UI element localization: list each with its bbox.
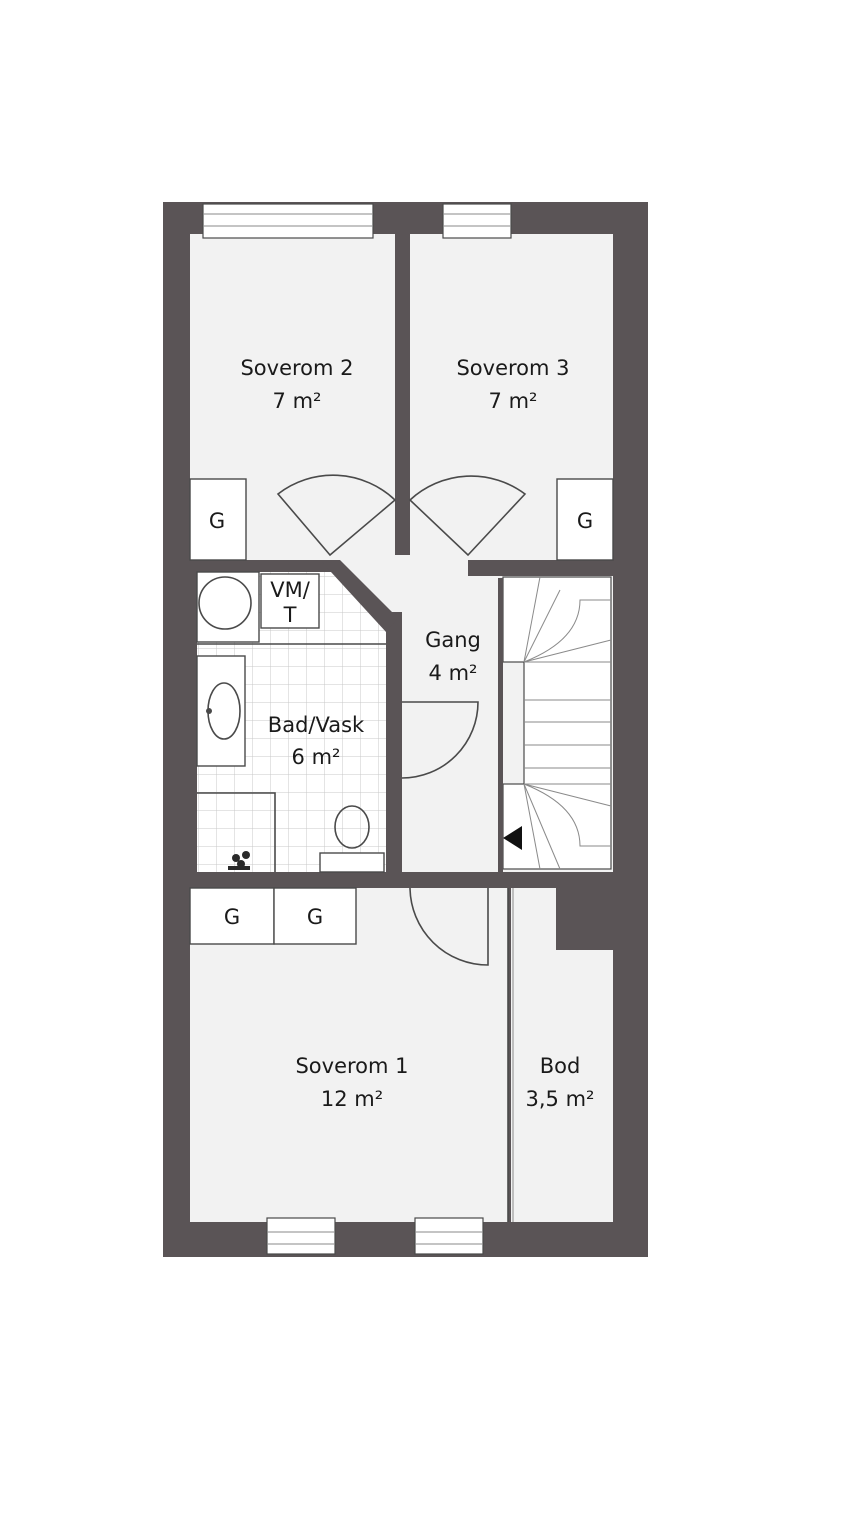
washer-label-2: T bbox=[283, 603, 297, 627]
room-area-gang: 4 m² bbox=[429, 661, 478, 685]
bod-floor bbox=[511, 888, 613, 1222]
door-soverom-3 bbox=[408, 475, 527, 557]
wardrobe-label: G bbox=[577, 509, 593, 533]
bathtub-edge bbox=[197, 792, 276, 872]
wall-bad-right-lower bbox=[386, 778, 402, 872]
staircase bbox=[501, 576, 612, 870]
door-bad bbox=[401, 701, 479, 779]
wall-mid-horizontal bbox=[190, 872, 410, 888]
wall-bad-right bbox=[386, 612, 402, 702]
wall-bedrooms-bottom-right bbox=[468, 560, 613, 576]
room-name-soverom-3: Soverom 3 bbox=[456, 356, 569, 380]
wall-mid-horizontal-right bbox=[488, 872, 613, 888]
room-area-soverom-2: 7 m² bbox=[273, 389, 322, 413]
room-area-soverom-1: 12 m² bbox=[321, 1087, 383, 1111]
wall-stair-left bbox=[498, 578, 503, 872]
toilet-base bbox=[319, 852, 385, 873]
washer-label-1: VM/ bbox=[270, 578, 310, 602]
wardrobe-soverom-1-right bbox=[273, 887, 357, 945]
gang-floor bbox=[330, 555, 500, 872]
wardrobe-soverom-1-left bbox=[189, 887, 275, 945]
wardrobe-label: G bbox=[224, 905, 240, 929]
wall-bad-diagonal bbox=[320, 560, 398, 632]
room-area-soverom-3: 7 m² bbox=[489, 389, 538, 413]
toilet-icon bbox=[334, 805, 370, 849]
room-area-bad: 6 m² bbox=[292, 745, 341, 769]
door-soverom-2 bbox=[276, 474, 397, 557]
stair-direction-arrow-icon bbox=[503, 826, 522, 850]
wardrobe-label: G bbox=[307, 905, 323, 929]
room-name-gang: Gang bbox=[425, 628, 481, 652]
washing-machine bbox=[260, 573, 320, 629]
window-soverom-3 bbox=[442, 203, 512, 239]
room-name-soverom-2: Soverom 2 bbox=[240, 356, 353, 380]
shower-drain bbox=[198, 576, 252, 630]
shower-area bbox=[196, 571, 260, 643]
room-area-bod: 3,5 m² bbox=[526, 1087, 595, 1111]
wall-bedroom-2-3 bbox=[395, 234, 410, 504]
room-name-bad: Bad/Vask bbox=[268, 713, 365, 737]
wardrobe-soverom-2 bbox=[189, 478, 247, 561]
wardrobe-label: G bbox=[209, 509, 225, 533]
room-name-soverom-1: Soverom 1 bbox=[295, 1054, 408, 1078]
wall-chimney bbox=[556, 888, 613, 950]
sink-counter bbox=[196, 655, 246, 767]
window-soverom-1-right bbox=[414, 1217, 484, 1255]
plant-icon bbox=[228, 851, 250, 870]
wall-bedrooms-bottom-left bbox=[190, 560, 330, 572]
door-soverom-1 bbox=[409, 887, 489, 966]
window-soverom-2 bbox=[202, 203, 374, 239]
room-name-bod: Bod bbox=[540, 1054, 581, 1078]
bad-floor bbox=[197, 572, 386, 872]
window-soverom-1-left bbox=[266, 1217, 336, 1255]
wardrobe-soverom-3 bbox=[556, 478, 614, 561]
